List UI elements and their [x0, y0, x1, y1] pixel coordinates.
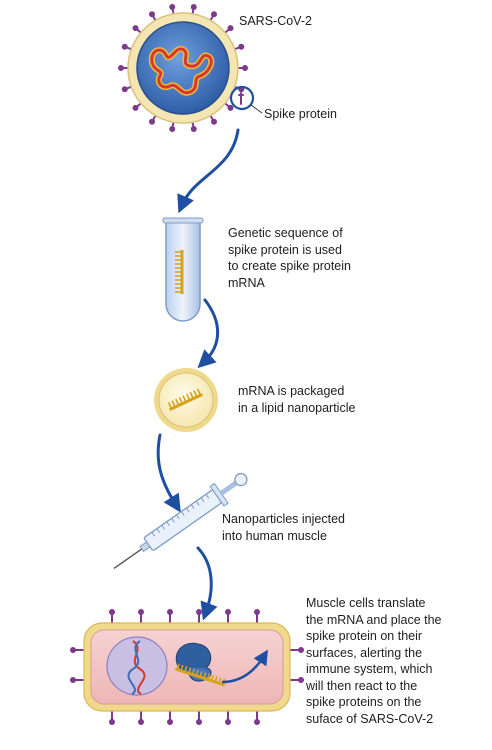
virus-spike-tip [118, 65, 124, 71]
cell-spike-tip [196, 609, 202, 615]
label-mrna-packaged: mRNA is packaged in a lipid nanoparticle [238, 384, 356, 415]
muscle-cell-icon [70, 609, 304, 725]
virus-spike-tip [227, 25, 234, 32]
cell-surface-spikes [70, 609, 304, 725]
cell-spike-tip [254, 719, 260, 725]
spike-protein-callout-icon [229, 85, 263, 114]
label-genetic-sequence: Genetic sequence of spike protein is use… [228, 226, 351, 290]
virus-spike-tip [190, 126, 197, 133]
syringe-icon [113, 472, 248, 570]
virus-spike-tip [121, 43, 128, 50]
virus-icon [118, 3, 248, 133]
arrow-protein-to-surface [221, 649, 268, 684]
virus-spike-tip [211, 118, 217, 125]
virus-spike-tip [169, 126, 176, 133]
cell-spike-tip [70, 677, 76, 683]
virus-spike-tip [149, 11, 155, 18]
virus-spike-tip [132, 25, 139, 32]
cell-spike-tip [138, 609, 144, 615]
cell-spike-tip [196, 719, 202, 725]
tube-mrna-strand [175, 250, 184, 294]
virus-spike-tip [121, 86, 128, 93]
cell-mrna-strand [174, 663, 226, 687]
cell-spike-tip [225, 719, 231, 725]
lipid-nanoparticle-icon [154, 368, 218, 432]
label-muscle-cells: Muscle cells translate the mRNA and plac… [306, 596, 442, 726]
cell-spike-tip [167, 719, 173, 725]
cell-spike-tip [298, 677, 304, 683]
test-tube-icon [162, 217, 204, 322]
lnp-mrna-strand [167, 388, 203, 411]
virus-spike-tip [238, 43, 245, 50]
label-nanoparticles-injected: Nanoparticles injected into human muscle [222, 512, 345, 543]
flow-arrows [156, 128, 240, 621]
arrow-nanoparticle-to-syringe [156, 433, 181, 513]
arrow-virus-to-tube [177, 128, 240, 214]
arrow-tube-to-nanoparticle [197, 298, 220, 369]
label-sars-cov-2: SARS-CoV-2 [239, 14, 312, 28]
cell-spike-tip [70, 647, 76, 653]
cell-spike-tip [225, 609, 231, 615]
virus-spike-tip [132, 104, 139, 111]
virus-spike-tip [227, 104, 234, 111]
cell-spike-tip [254, 609, 260, 615]
virus-spike-tip [242, 65, 248, 71]
virus-spike-tip [169, 3, 176, 10]
spike-leader-line [250, 104, 263, 114]
cell-spike-tip [138, 719, 144, 725]
cell-spike-tip [109, 609, 115, 615]
virus-spike-tip [190, 3, 197, 10]
arrow-syringe-to-cell [196, 546, 218, 621]
nucleus [106, 636, 168, 696]
virus-spike-tip [211, 11, 217, 18]
cell-spike-tip [167, 609, 173, 615]
cell-spike-tip [109, 719, 115, 725]
virus-spike-tip [149, 118, 155, 125]
cell-spike-tip [298, 647, 304, 653]
label-spike-protein: Spike protein [264, 107, 337, 121]
ribosome-icon [175, 642, 212, 682]
